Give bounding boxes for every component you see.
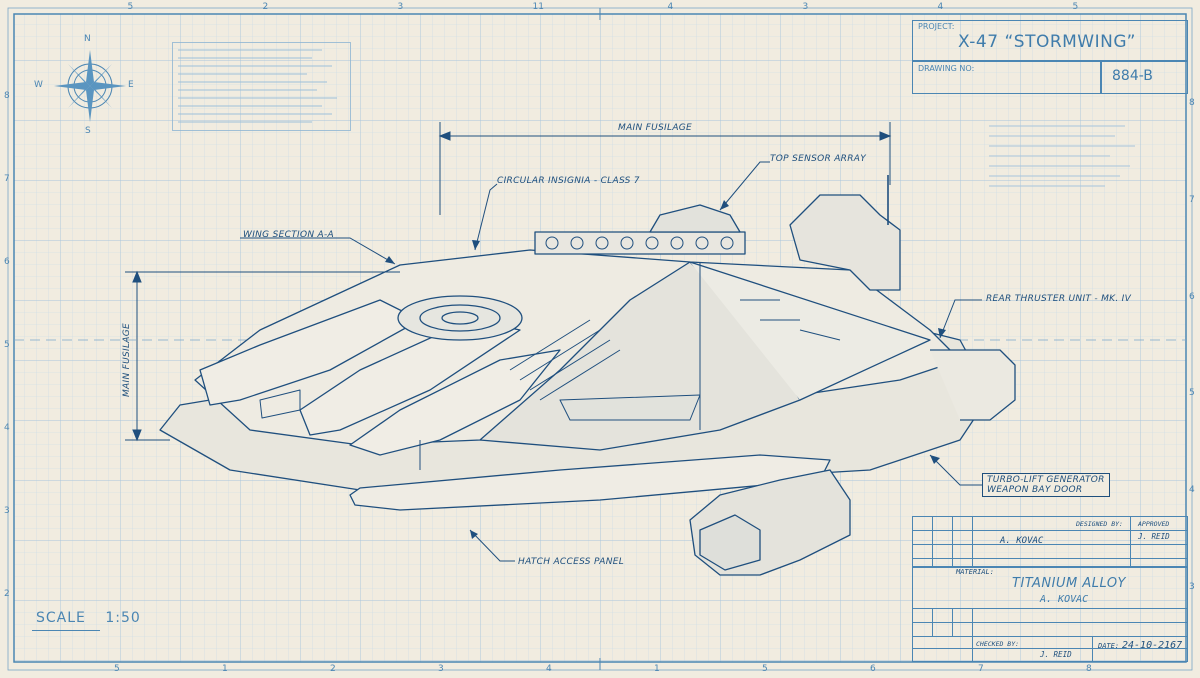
compass-n: N <box>84 34 91 44</box>
border-tick-bottom: 6 <box>870 664 876 674</box>
border-tick-bottom: 3 <box>438 664 444 674</box>
border-tick-bottom: 2 <box>330 664 336 674</box>
title-block-top <box>912 20 1188 94</box>
border-tick-bottom: 8 <box>1086 664 1092 674</box>
border-tick-bottom: 5 <box>762 664 768 674</box>
title-block-bottom <box>912 516 1188 662</box>
border-tick-bottom: 1 <box>654 664 660 674</box>
project-label: PROJECT: <box>918 22 955 31</box>
checked-by-label: CHECKED BY: <box>976 640 1020 648</box>
compass-w: W <box>34 80 43 90</box>
border-tick-left: 7 <box>4 174 10 185</box>
compass-s: S <box>85 126 91 136</box>
border-tick-left: 5 <box>4 340 10 350</box>
callout-weapon-bay: WEAPON BAY DOOR <box>987 485 1083 495</box>
border-tick-left: 4 <box>4 422 10 433</box>
border-tick-right: 5 <box>1189 388 1195 399</box>
border-tick-right: 8 <box>1189 98 1195 109</box>
border-tick-top: 3 <box>397 2 404 12</box>
callout-wing-section: WING SECTION A-A <box>243 230 334 240</box>
project-name: X-47 “STORMWING” <box>958 32 1136 52</box>
callout-top-sensor: TOP SENSOR ARRAY <box>770 154 867 164</box>
drawing-no: 884-B <box>1112 68 1153 84</box>
approved-label: APPROVED <box>1138 520 1170 528</box>
border-tick-left: 3 <box>4 505 10 516</box>
scale-value: 1:50 <box>105 610 141 626</box>
dim-main-fuselage-horizontal: MAIN FUSILAGE <box>618 123 693 133</box>
border-tick-right: 3 <box>1189 581 1195 592</box>
callout-hatch-access: HATCH ACCESS PANEL <box>518 557 625 567</box>
callout-turbo-lift: TURBO-LIFT GENERATOR <box>987 475 1105 485</box>
material-label: MATERIAL: <box>956 568 994 576</box>
border-tick-top: 3 <box>802 2 809 12</box>
date-value: 24-10-2167 <box>1122 640 1183 651</box>
border-tick-bottom: 1 <box>222 664 228 674</box>
border-tick-left: 6 <box>4 257 10 268</box>
border-tick-left: 8 <box>4 91 10 102</box>
border-tick-bottom: 5 <box>114 664 120 674</box>
callout-box-turbo-lift: TURBO-LIFT GENERATOR WEAPON BAY DOOR <box>982 473 1110 497</box>
callout-rear-thruster: REAR THRUSTER UNIT - MK. IV <box>986 294 1132 304</box>
material-signature: A. KOVAC <box>1040 594 1089 605</box>
date-label: DATE: <box>1098 642 1120 650</box>
border-tick-right: 6 <box>1189 291 1195 302</box>
border-tick-right: 4 <box>1189 485 1195 495</box>
scale-underline <box>32 630 100 631</box>
border-tick-left: 2 <box>4 588 10 599</box>
notes-block-right <box>989 125 1135 187</box>
callout-circular-insignia: CIRCULAR INSIGNIA - CLASS 7 <box>497 176 640 186</box>
designed-by-label: DESIGNED BY: <box>1076 520 1123 528</box>
compass-e: E <box>128 80 134 90</box>
border-tick-top: 4 <box>937 2 944 12</box>
border-tick-bottom: 7 <box>978 664 984 674</box>
notes-block-left <box>172 42 351 131</box>
border-tick-bottom: 4 <box>546 664 552 674</box>
drawing-no-label: DRAWING NO: <box>918 64 975 73</box>
border-tick-top: 5 <box>1072 2 1079 12</box>
checker-name: J. REID <box>1040 650 1072 659</box>
material-value: TITANIUM ALLOY <box>1012 576 1126 591</box>
border-tick-top: 4 <box>667 2 674 12</box>
scale-label: SCALE <box>36 610 86 626</box>
approver-name: J. REID <box>1138 532 1170 541</box>
compass-rose <box>54 50 126 122</box>
border-tick-top: 5 <box>127 2 134 12</box>
border-tick-top: 2 <box>262 2 269 12</box>
dim-main-fuselage-vertical: MAIN FUSILAGE <box>122 322 133 398</box>
designer-name: A. KOVAC <box>1000 536 1044 546</box>
scale-indicator: SCALE 1:50 <box>36 610 141 626</box>
border-tick-top: 11 <box>532 2 544 12</box>
border-tick-right: 7 <box>1189 195 1195 205</box>
